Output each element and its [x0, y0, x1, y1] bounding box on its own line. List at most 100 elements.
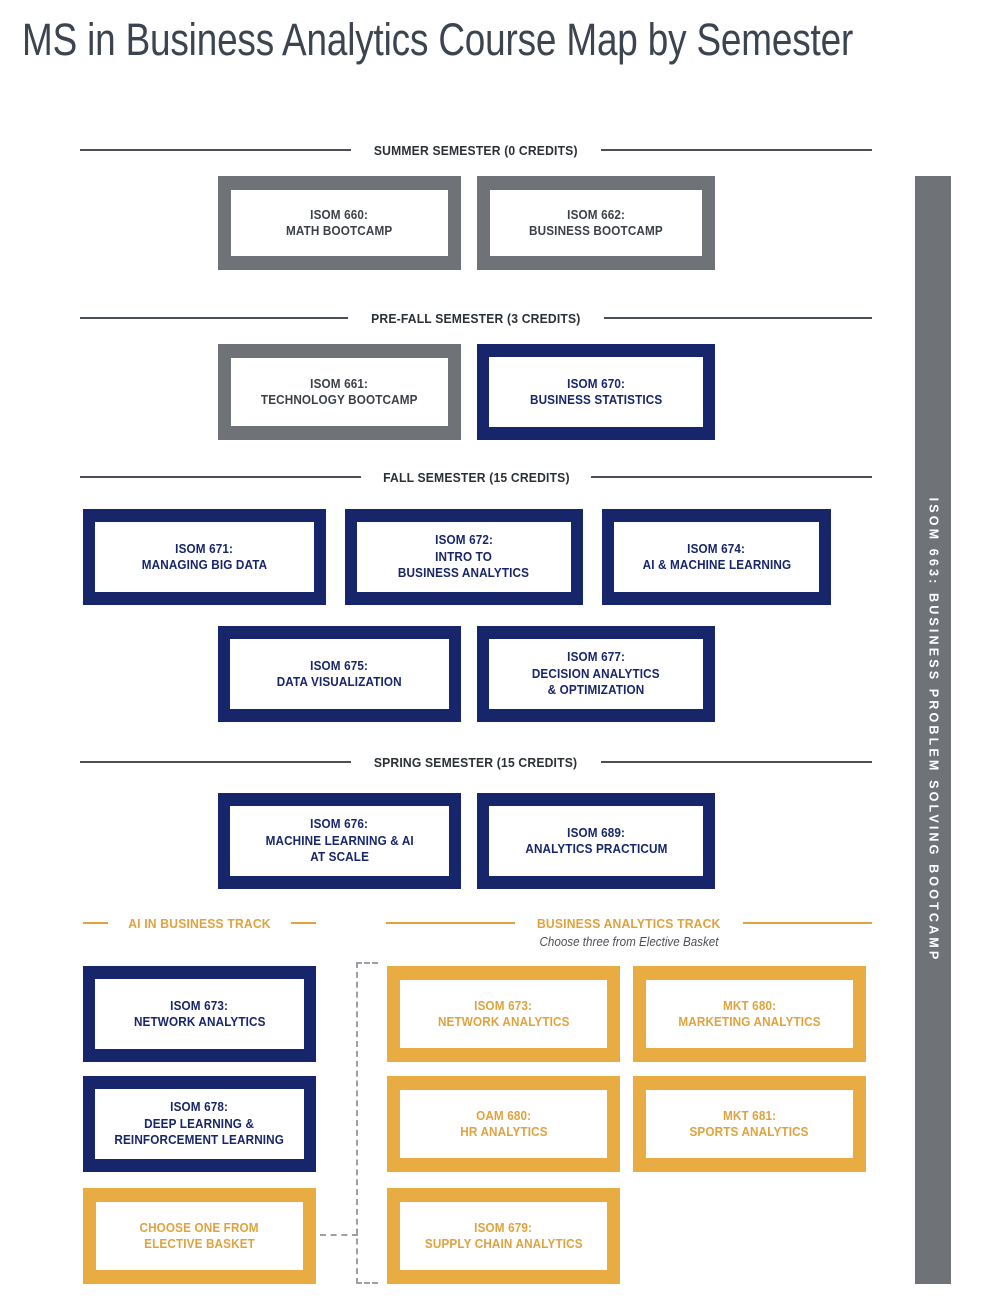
course-name: BUSINESS BOOTCAMP [529, 224, 663, 238]
section-header-pre-fall: PRE-FALL SEMESTER (3 CREDITS) [80, 309, 873, 327]
course-box-inner: MKT 681: SPORTS ANALYTICS [646, 1090, 853, 1158]
course-box-inner: ISOM 670: BUSINESS STATISTICS [489, 357, 703, 427]
course-name: DATA VISUALIZATION [276, 675, 403, 689]
course-box-inner: CHOOSE ONE FROM ELECTIVE BASKET [96, 1202, 303, 1270]
course-box-inner: MKT 680: MARKETING ANALYTICS [646, 980, 853, 1048]
rule-right [600, 149, 873, 151]
course-box-ba-mkt-680[interactable]: MKT 680: MARKETING ANALYTICS [633, 966, 866, 1062]
course-box-isom-662[interactable]: ISOM 662: BUSINESS BOOTCAMP [477, 176, 715, 270]
rule-right [600, 761, 872, 763]
course-name: MATH BOOTCAMP [286, 224, 393, 238]
sidebar-isom-663-bar: ISOM 663: BUSINESS PROBLEM SOLVING BOOTC… [915, 176, 951, 1284]
section-header-summer-label: SUMMER SEMESTER (0 CREDITS) [374, 142, 578, 158]
course-name: MANAGING BIG DATA [141, 558, 268, 572]
rule-left [386, 922, 516, 924]
section-header-fall: FALL SEMESTER (15 CREDITS) [80, 468, 873, 486]
course-code: ISOM 671: [175, 541, 234, 556]
course-code: MKT 680: [722, 998, 777, 1013]
track-divider-bottom-cap [356, 1282, 378, 1284]
rule-left [80, 149, 352, 151]
course-name-2: REINFORCEMENT LEARNING [114, 1133, 285, 1148]
course-box-ai-isom-678[interactable]: ISOM 678: DEEP LEARNING & REINFORCEMENT … [83, 1076, 316, 1172]
course-box-ba-mkt-681[interactable]: MKT 681: SPORTS ANALYTICS [633, 1076, 866, 1172]
section-header-spring: SPRING SEMESTER (15 CREDITS) [80, 753, 872, 771]
section-header-spring-label: SPRING SEMESTER (15 CREDITS) [374, 754, 578, 770]
elective-basket-note: Choose three from Elective Basket [539, 935, 719, 949]
course-code: ISOM 679: [474, 1220, 533, 1235]
course-box-inner: ISOM 674: AI & MACHINE LEARNING [614, 522, 819, 592]
course-box-isom-660[interactable]: ISOM 660: MATH BOOTCAMP [218, 176, 461, 270]
course-name-2: AT SCALE [310, 850, 369, 865]
course-name: ELECTIVE BASKET [144, 1237, 255, 1251]
course-name: ANALYTICS PRACTICUM [524, 842, 668, 856]
elective-basket-connector [320, 1234, 358, 1236]
course-code: ISOM 689: [567, 825, 625, 840]
track-header-ai-in-business: AI IN BUSINESS TRACK [83, 914, 316, 932]
track-divider-dashed-line [356, 962, 358, 1284]
course-box-ba-oam-680[interactable]: OAM 680: HR ANALYTICS [387, 1076, 620, 1172]
course-box-isom-674[interactable]: ISOM 674: AI & MACHINE LEARNING [602, 509, 831, 605]
page-title: MS in Business Analytics Course Map by S… [22, 14, 854, 65]
course-code: ISOM 678: [170, 1100, 229, 1115]
course-box-inner: ISOM 671: MANAGING BIG DATA [95, 522, 314, 592]
course-box-inner: ISOM 678: DEEP LEARNING & REINFORCEMENT … [95, 1089, 304, 1159]
course-box-isom-661[interactable]: ISOM 661: TECHNOLOGY BOOTCAMP [218, 344, 461, 440]
course-box-isom-677[interactable]: ISOM 677: DECISION ANALYTICS & OPTIMIZAT… [477, 626, 715, 722]
course-code: ISOM 672: [435, 533, 493, 548]
course-box-inner: ISOM 673: NETWORK ANALYTICS [400, 980, 607, 1048]
course-box-isom-671[interactable]: ISOM 671: MANAGING BIG DATA [83, 509, 326, 605]
course-name: TECHNOLOGY BOOTCAMP [261, 393, 418, 407]
track-header-ba-label: BUSINESS ANALYTICS TRACK [537, 915, 721, 931]
course-code: ISOM 660: [310, 207, 369, 222]
course-code: OAM 680: [475, 1108, 532, 1123]
course-code: ISOM 674: [687, 541, 746, 556]
course-name: SUPPLY CHAIN ANALYTICS [424, 1237, 583, 1251]
course-name: NETWORK ANALYTICS [437, 1015, 570, 1029]
course-name-2: & OPTIMIZATION [547, 683, 645, 698]
track-header-business-analytics: BUSINESS ANALYTICS TRACK [386, 914, 872, 932]
course-box-isom-672[interactable]: ISOM 672: INTRO TO BUSINESS ANALYTICS [345, 509, 583, 605]
course-box-inner: ISOM 689: ANALYTICS PRACTICUM [489, 806, 703, 876]
course-box-isom-676[interactable]: ISOM 676: MACHINE LEARNING & AI AT SCALE [218, 793, 461, 889]
track-divider-top-cap [356, 962, 378, 964]
course-box-isom-675[interactable]: ISOM 675: DATA VISUALIZATION [218, 626, 461, 722]
course-box-isom-670[interactable]: ISOM 670: BUSINESS STATISTICS [477, 344, 715, 440]
course-code: ISOM 661: [310, 376, 369, 391]
sidebar-label: ISOM 663: BUSINESS PROBLEM SOLVING BOOTC… [926, 497, 940, 963]
course-box-inner: ISOM 675: DATA VISUALIZATION [230, 639, 449, 709]
course-box-ba-isom-679[interactable]: ISOM 679: SUPPLY CHAIN ANALYTICS [387, 1188, 620, 1284]
course-code: ISOM 673: [474, 998, 533, 1013]
section-header-summer: SUMMER SEMESTER (0 CREDITS) [80, 141, 873, 159]
rule-left [80, 317, 349, 319]
course-code: ISOM 662: [567, 207, 625, 222]
course-box-ai-isom-673[interactable]: ISOM 673: NETWORK ANALYTICS [83, 966, 316, 1062]
rule-right [591, 476, 873, 478]
course-name: INTRO TO [435, 549, 493, 564]
course-box-ai-elective-basket[interactable]: CHOOSE ONE FROM ELECTIVE BASKET [83, 1188, 316, 1284]
course-box-isom-689[interactable]: ISOM 689: ANALYTICS PRACTICUM [477, 793, 715, 889]
course-box-inner: ISOM 672: INTRO TO BUSINESS ANALYTICS [357, 522, 571, 592]
course-name: MACHINE LEARNING & AI [265, 833, 414, 848]
course-code: ISOM 673: [170, 998, 229, 1013]
rule-left [80, 761, 352, 763]
course-box-inner: ISOM 661: TECHNOLOGY BOOTCAMP [231, 358, 448, 426]
course-box-inner: ISOM 676: MACHINE LEARNING & AI AT SCALE [230, 806, 449, 876]
course-name: MARKETING ANALYTICS [678, 1015, 821, 1029]
course-code: ISOM 677: [567, 650, 625, 665]
course-name: NETWORK ANALYTICS [133, 1015, 266, 1029]
course-box-inner: ISOM 660: MATH BOOTCAMP [231, 190, 448, 256]
rule-right [742, 922, 872, 924]
section-header-fall-label: FALL SEMESTER (15 CREDITS) [382, 469, 570, 485]
course-name: SPORTS ANALYTICS [689, 1125, 810, 1139]
course-box-inner: OAM 680: HR ANALYTICS [400, 1090, 607, 1158]
rule-right [603, 317, 873, 319]
course-name: HR ANALYTICS [459, 1125, 548, 1139]
course-code: CHOOSE ONE FROM [139, 1220, 260, 1235]
course-box-inner: ISOM 673: NETWORK ANALYTICS [95, 979, 304, 1049]
course-name: DECISION ANALYTICS [532, 666, 660, 681]
course-box-ba-isom-673[interactable]: ISOM 673: NETWORK ANALYTICS [387, 966, 620, 1062]
track-header-ai-label: AI IN BUSINESS TRACK [128, 915, 271, 931]
course-box-inner: ISOM 679: SUPPLY CHAIN ANALYTICS [400, 1202, 607, 1270]
course-name: BUSINESS STATISTICS [529, 393, 663, 407]
